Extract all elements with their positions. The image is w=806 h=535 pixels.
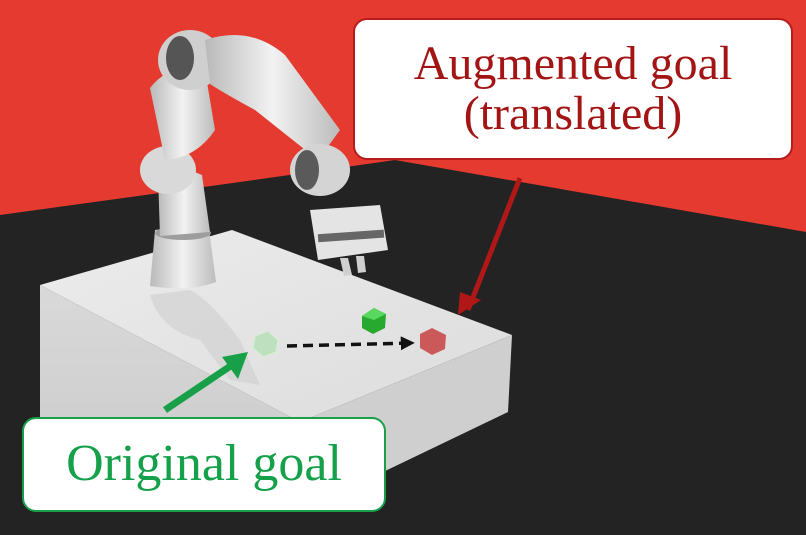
original-goal-label: Original goal	[66, 435, 342, 493]
translation-arrow	[286, 336, 415, 351]
original-goal-pointer-head	[222, 352, 248, 379]
original-goal-callout: Original goal	[22, 417, 386, 512]
robot-forearm	[205, 35, 340, 160]
object-green-cube-top	[362, 308, 386, 320]
robot-joint-lower	[140, 146, 196, 194]
original-goal-pointer-arrow	[163, 362, 234, 413]
goal-marker-original	[252, 330, 279, 358]
robot-joint-upper-cap	[166, 36, 194, 80]
augmented-goal-label-line2: (translated)	[463, 87, 683, 140]
augmented-goal-pointer-arrow	[465, 177, 523, 311]
robot-hand-stripe	[317, 229, 385, 243]
goal-marker-augmented	[420, 328, 446, 355]
augmented-goal-callout: Augmented goal (translated)	[353, 18, 793, 160]
robot-fingers	[340, 256, 366, 276]
augmented-goal-pointer-head	[458, 292, 481, 315]
robot-wrist-cap	[295, 150, 319, 190]
augmented-goal-label-line1: Augmented goal	[413, 36, 733, 90]
robot-link-2	[150, 68, 215, 160]
